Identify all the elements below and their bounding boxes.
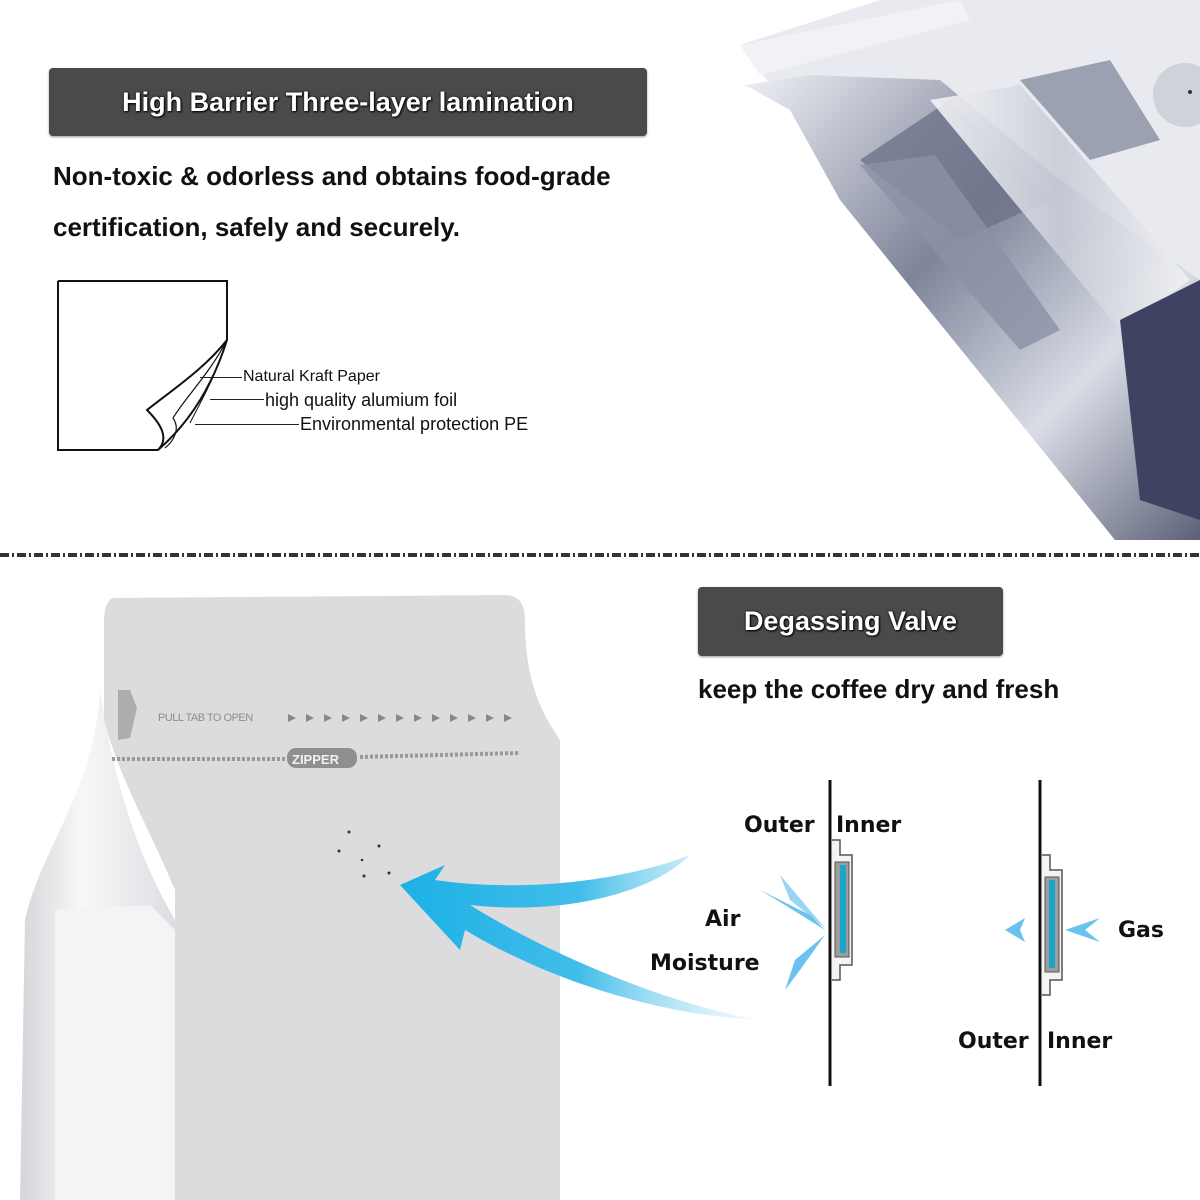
inner-label-exhaust: Inner <box>1047 1029 1113 1054</box>
layer-label-pe: Environmental protection PE <box>300 414 529 434</box>
air-label: Air <box>705 907 741 932</box>
coffee-bag-illustration <box>20 595 560 1200</box>
outer-label-exhaust: Outer <box>958 1029 1029 1054</box>
valve-arrow-icon <box>400 855 760 1020</box>
leader-line-foil <box>210 399 264 400</box>
degassing-title: Degassing Valve <box>743 606 958 636</box>
valve-diagram-exhaust <box>1005 780 1100 1086</box>
lamination-title: High Barrier Three-layer lamination <box>122 86 574 117</box>
pull-tab-text: PULL TAB TO OPEN <box>158 712 253 724</box>
degassing-description: keep the coffee dry and fresh <box>698 674 1060 704</box>
inner-label-intake: Inner <box>836 813 902 838</box>
degassing-title-badge: Degassing Valve <box>698 587 1003 656</box>
moisture-label: Moisture <box>650 951 760 976</box>
outer-label-intake: Outer <box>744 813 815 838</box>
layer-label-foil: high quality alumium foil <box>265 390 458 410</box>
lamination-description-line2: certification, safely and securely. <box>53 212 461 242</box>
leader-line-pe <box>195 424 299 425</box>
zipper-label: ZIPPER <box>292 752 339 767</box>
section-divider <box>0 553 1200 557</box>
lamination-description-line1: Non-toxic & odorless and obtains food-gr… <box>53 161 611 191</box>
foil-bag-photo <box>740 0 1200 540</box>
leader-line-kraft <box>200 377 242 378</box>
gas-label: Gas <box>1118 918 1164 943</box>
lamination-title-badge: High Barrier Three-layer lamination <box>49 68 647 136</box>
pull-tab-notch <box>118 690 137 740</box>
lamination-layers-diagram <box>57 280 228 451</box>
layer-label-kraft: Natural Kraft Paper <box>243 368 380 385</box>
valve-diagram-intake <box>760 780 853 1086</box>
